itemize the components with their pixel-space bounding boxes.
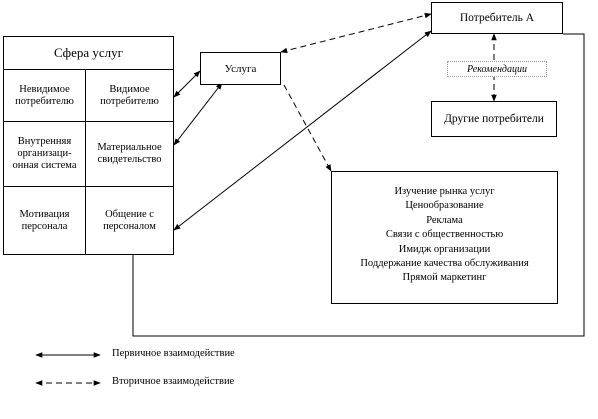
consumer-a-label: Потребитель А bbox=[459, 12, 535, 24]
arrow-service-marketing bbox=[283, 84, 332, 172]
arrow-communication-consumer bbox=[173, 30, 432, 231]
consumer-a-box: Потребитель А bbox=[431, 2, 563, 34]
sphere-divider-2 bbox=[4, 186, 173, 187]
service-label: Услуга bbox=[224, 62, 257, 75]
marketing-item: Поддержание качества обслуживания bbox=[360, 258, 529, 270]
arrow-visible-service bbox=[173, 70, 201, 98]
recommendations-label: Рекомендации bbox=[447, 61, 547, 77]
cell-material-evidence: Материальное свидетельство bbox=[97, 142, 162, 165]
arrow-material-service bbox=[173, 82, 223, 146]
cell-staff-communication: Общение с персоналом bbox=[103, 208, 156, 232]
cell-internal-system: Внутренняя организаци-онная система bbox=[12, 136, 77, 171]
arrow-service-consumer bbox=[280, 12, 432, 54]
service-sphere-box: Сфера услуг Невидимое потребителю Видимо… bbox=[3, 36, 174, 255]
marketing-item: Прямой маркетинг bbox=[402, 272, 487, 284]
marketing-item: Ценообразование bbox=[405, 200, 484, 212]
legend-secondary-label: Вторичное взаимодействие bbox=[112, 376, 235, 387]
other-consumers-box: Другие потребители bbox=[431, 101, 557, 137]
marketing-item: Имидж организации bbox=[398, 243, 491, 255]
service-box: Услуга bbox=[200, 52, 281, 85]
marketing-list: Изучение рынка услуг Ценообразование Рек… bbox=[332, 185, 557, 286]
marketing-item: Реклама bbox=[426, 214, 463, 226]
marketing-list-box: Изучение рынка услуг Ценообразование Рек… bbox=[331, 171, 558, 304]
other-consumers-label: Другие потребители bbox=[444, 113, 544, 125]
legend-primary-label: Первичное взаимодействие bbox=[112, 348, 235, 359]
cell-staff-motivation: Мотивация персонала bbox=[19, 208, 70, 232]
marketing-item: Связи с общественностью bbox=[385, 229, 504, 241]
outer-frame-line bbox=[132, 33, 585, 337]
sphere-divider-1 bbox=[4, 121, 173, 122]
service-sphere-title: Сфера услуг bbox=[4, 37, 173, 70]
cell-invisible-consumer: Невидимое потребителю bbox=[15, 84, 74, 107]
marketing-item: Изучение рынка услуг bbox=[394, 186, 495, 197]
sphere-divider-vertical bbox=[85, 70, 86, 254]
cell-visible-consumer: Видимое потребителю bbox=[100, 84, 159, 107]
